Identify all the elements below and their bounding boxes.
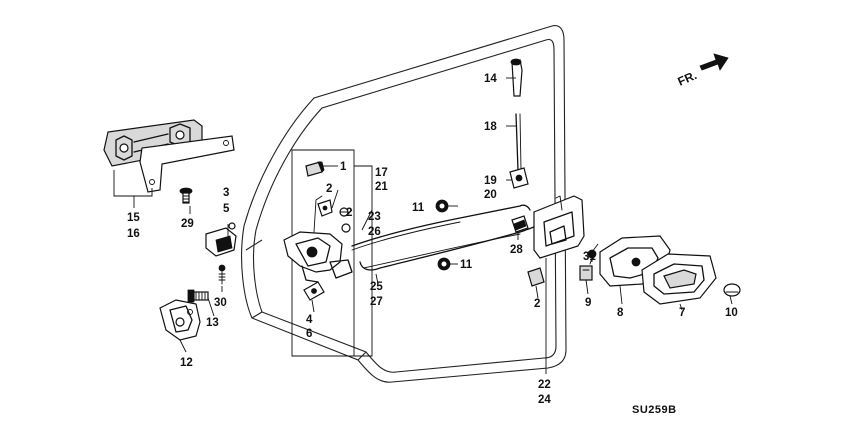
callout-26: 26 (368, 226, 381, 238)
door-lock-latch-icon (283, 195, 353, 283)
lock-knob-icon (510, 58, 523, 97)
inner-handle-frame (533, 195, 585, 259)
callout-14: 14 (484, 73, 497, 85)
callout-7: 7 (679, 307, 685, 319)
callout-labels: 1 2 2 2 3 4 5 6 7 8 9 10 11 11 12 13 14 … (127, 73, 738, 406)
handle-escutcheon-icon (641, 253, 717, 305)
leader-lines (113, 77, 733, 374)
callout-22: 22 (538, 379, 551, 391)
callout-23: 23 (368, 211, 381, 223)
screw-29-icon (179, 187, 193, 204)
screw-30-icon (218, 264, 226, 285)
callout-13: 13 (206, 317, 219, 329)
outer-door-handle (103, 119, 203, 167)
striker-plate-icon (159, 299, 201, 341)
callout-5: 5 (223, 203, 230, 215)
callout-2-latch-clip: 2 (326, 183, 332, 195)
callout-29: 29 (181, 218, 194, 230)
callout-3: 3 (223, 187, 229, 199)
callout-31: 31 (583, 251, 596, 263)
callout-19: 19 (484, 175, 497, 187)
inner-frame-clip-2-icon (527, 267, 545, 287)
callout-10: 10 (725, 307, 738, 319)
callout-4: 4 (306, 314, 313, 326)
front-direction-label: FR. (676, 68, 699, 89)
outer-handle-gasket (139, 135, 235, 193)
callout-8: 8 (617, 307, 624, 319)
callout-28: 28 (510, 244, 523, 256)
callout-2-fastener: 2 (346, 207, 352, 219)
callout-24: 24 (538, 394, 551, 406)
callout-9: 9 (585, 297, 591, 309)
rod-clip-11-upper-icon (435, 199, 449, 213)
callout-6: 6 (306, 328, 312, 340)
callout-1: 1 (340, 161, 347, 173)
rod-23-26 (351, 204, 531, 251)
callout-2-frame-clip: 2 (534, 298, 540, 310)
cap-10-icon (723, 283, 741, 297)
callout-20: 20 (484, 189, 497, 201)
callout-12: 12 (180, 357, 193, 369)
front-direction-arrow-icon (699, 53, 729, 71)
rod-25-27 (359, 225, 537, 271)
callout-27: 27 (370, 296, 383, 308)
latch-clip-2-icon (317, 199, 333, 217)
callout-21: 21 (375, 181, 388, 193)
callout-16: 16 (127, 228, 140, 240)
bolt-13-icon (187, 289, 209, 303)
diagram-reference-code: SU259B (632, 404, 677, 416)
callout-11-lower: 11 (460, 259, 473, 271)
lock-rod-18 (515, 113, 522, 171)
callout-17: 17 (375, 167, 388, 179)
latch-clip-1-icon (305, 161, 325, 177)
callout-30: 30 (214, 297, 227, 309)
latch-lever-4-icon (303, 281, 325, 301)
clip-28-icon (511, 215, 529, 233)
callout-15: 15 (127, 212, 140, 224)
rod-clip-11-lower-icon (437, 257, 451, 271)
clip-9-icon (579, 265, 593, 281)
rod-joint-19-20-icon (509, 167, 529, 189)
latch-fastener-2-icon (339, 207, 351, 233)
latch-group-frame (291, 149, 373, 357)
callout-25: 25 (370, 281, 383, 293)
callout-18: 18 (484, 121, 497, 133)
callout-11-upper: 11 (412, 202, 425, 214)
rod-guide-icon (205, 222, 237, 257)
